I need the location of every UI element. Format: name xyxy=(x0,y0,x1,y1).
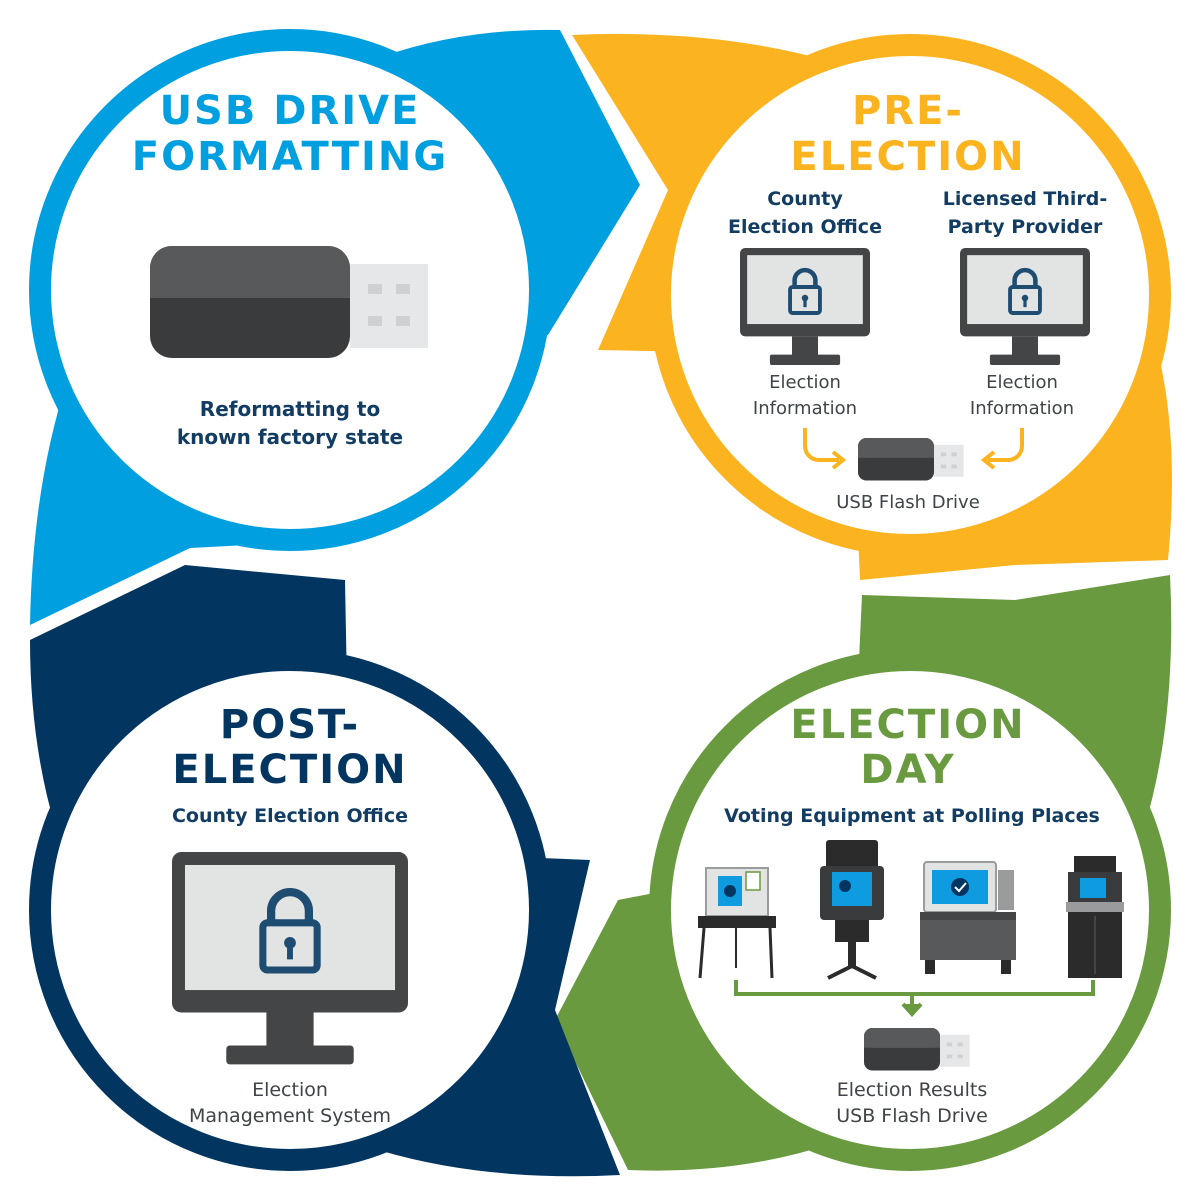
county-election-info-line1: Election xyxy=(769,372,841,393)
arrow-icon xyxy=(803,428,847,470)
third-party-heading-line1: Licensed Third- xyxy=(943,188,1108,210)
ems-label-line2: Management System xyxy=(189,1105,391,1127)
post-election-section: POST- ELECTION County Election Office El… xyxy=(172,702,408,1127)
arrow-icon xyxy=(980,428,1024,470)
election-day-section: ELECTION DAY Voting Equipment at Polling… xyxy=(698,702,1124,1127)
ballot-scanner-icon xyxy=(820,840,884,980)
pre-election-section: PRE- ELECTION County Election Office Lic… xyxy=(728,88,1107,513)
election-day-circle xyxy=(649,649,1171,1171)
third-party-heading-line2: Party Provider xyxy=(948,216,1103,238)
usb-flash-drive-label: USB Flash Drive xyxy=(836,492,980,513)
election-day-title-line2: DAY xyxy=(860,747,955,793)
usb-formatting-title-line1: USB DRIVE xyxy=(160,88,421,134)
election-results-line2: USB Flash Drive xyxy=(836,1105,988,1127)
connector-lines xyxy=(734,980,1095,1017)
election-day-subtitle: Voting Equipment at Polling Places xyxy=(724,805,1100,827)
pre-election-title-line2: ELECTION xyxy=(790,134,1025,180)
post-election-title-line2: ELECTION xyxy=(172,747,407,793)
third-party-election-info-line1: Election xyxy=(986,372,1058,393)
usb-formatting-title-line2: FORMATTING xyxy=(132,134,448,180)
third-party-election-info-line2: Information xyxy=(970,398,1074,419)
usb-formatting-caption-line1: Reformatting to xyxy=(200,397,380,421)
usb-formatting-caption-line2: known factory state xyxy=(177,425,403,449)
pre-election-title-line1: PRE- xyxy=(852,88,964,134)
county-election-info-line2: Information xyxy=(753,398,857,419)
tabulator-icon xyxy=(1066,856,1124,978)
ems-label-line1: Election xyxy=(252,1079,328,1101)
post-election-subtitle: County Election Office xyxy=(172,805,408,827)
county-office-heading-line2: Election Office xyxy=(728,216,882,238)
election-day-title-line1: ELECTION xyxy=(790,702,1025,748)
county-office-heading-line1: County xyxy=(767,188,843,210)
voting-booth-icon xyxy=(698,867,776,979)
post-election-title-line1: POST- xyxy=(220,702,360,748)
ballot-marking-device-icon xyxy=(920,861,1016,974)
usb-formatting-section: USB DRIVE FORMATTING Reformatting to kno… xyxy=(132,88,448,449)
pre-election-circle xyxy=(649,34,1171,556)
election-results-line1: Election Results xyxy=(837,1079,987,1101)
